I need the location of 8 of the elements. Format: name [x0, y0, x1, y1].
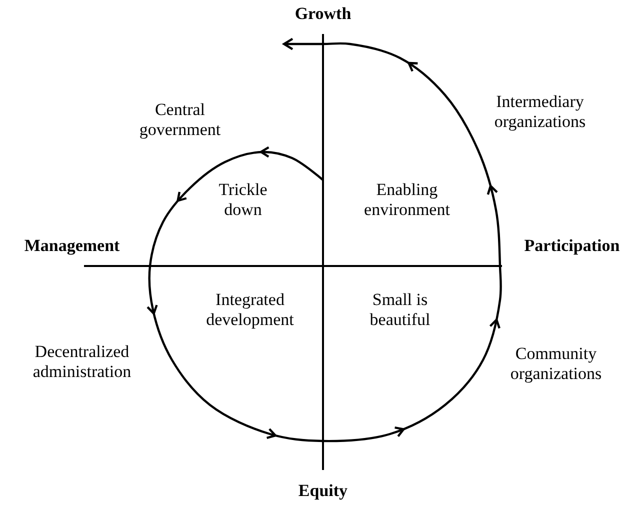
quadrant-label: Integrated development — [205, 290, 295, 330]
actor-label: Decentralized administration — [32, 342, 132, 382]
actor-label: Intermediary organizations — [493, 92, 587, 132]
quadrant-label: Enabling environment — [363, 180, 451, 220]
actor-label: Central government — [138, 100, 222, 140]
quadrant-label: Small is beautiful — [368, 290, 432, 330]
actor-label: Community organizations — [509, 344, 603, 384]
quadrant-label: Trickle down — [218, 180, 268, 220]
